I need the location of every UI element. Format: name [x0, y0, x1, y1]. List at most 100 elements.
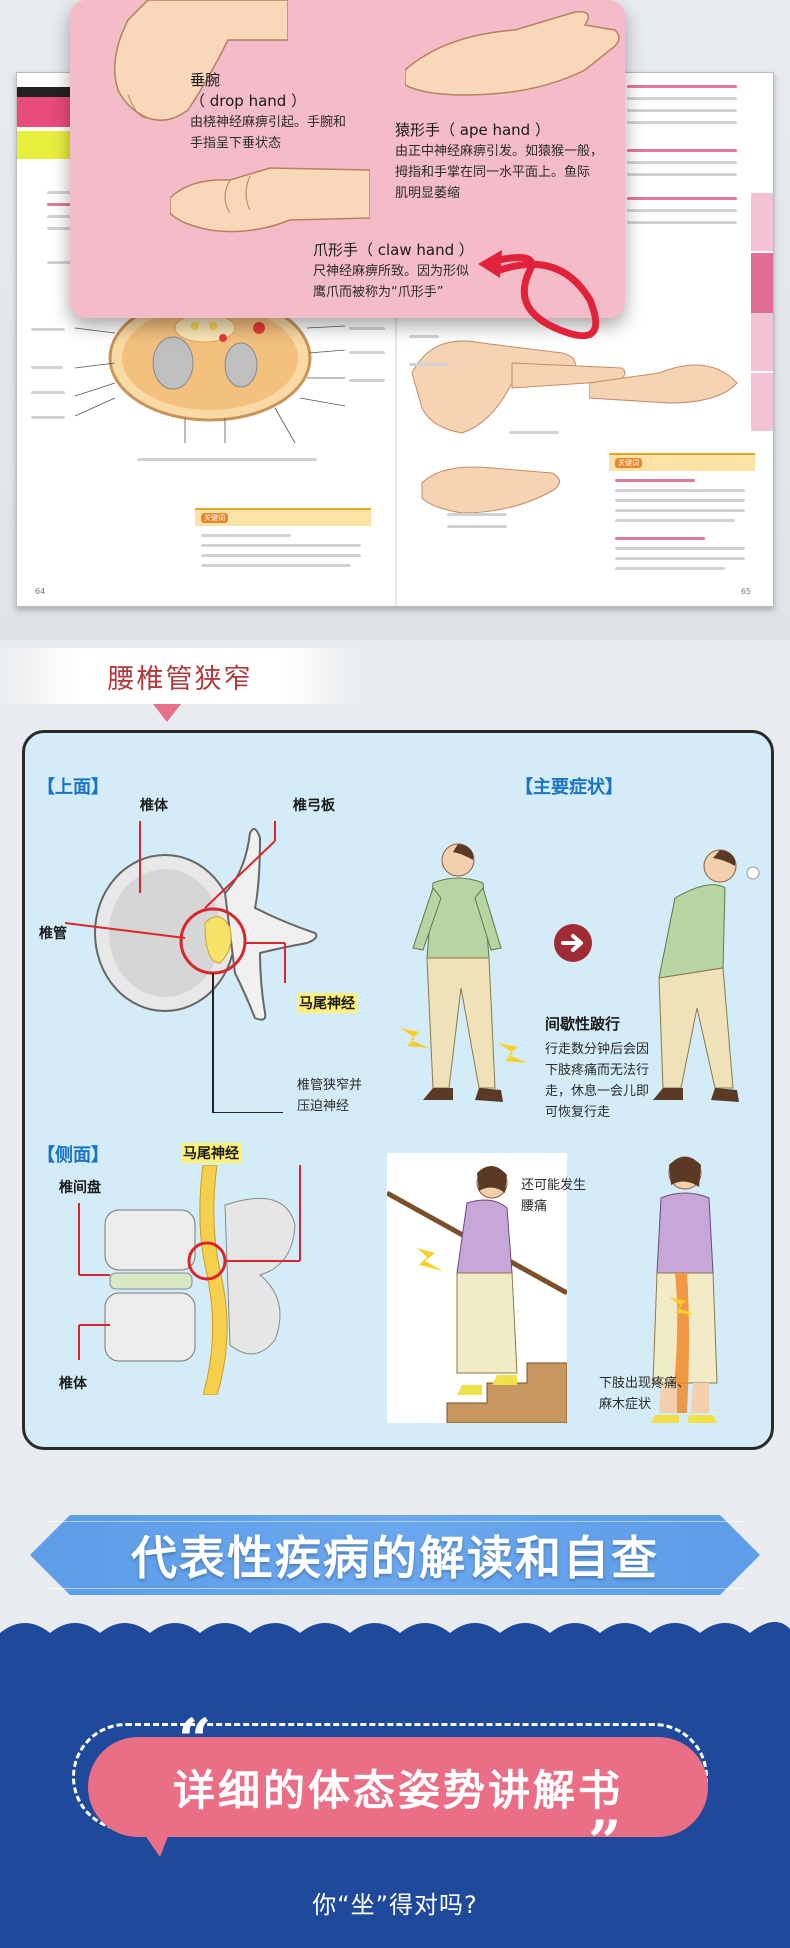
- ribbon-pointer: [153, 704, 181, 722]
- bent-man-resting-illustration: [653, 849, 760, 1102]
- compression-note: 椎管狭窄并 压迫神经: [297, 1075, 362, 1117]
- pill-tail: [142, 1831, 170, 1857]
- claudication-line: 行走数分钟后会因: [545, 1042, 650, 1057]
- backpain-line: 还可能发生: [521, 1178, 587, 1193]
- label-cauda-equina: 马尾神经: [297, 993, 357, 1013]
- pain-spark-icon: [669, 1297, 695, 1315]
- text-line: [47, 261, 77, 264]
- footer-subline: 你“坐”得对吗?: [312, 1891, 478, 1919]
- text-line: [627, 121, 737, 124]
- drop-hand-illustration: [113, 0, 288, 121]
- text-line: [627, 161, 737, 164]
- ape-hand-title: 猿形手（ ape hand ）: [395, 121, 550, 139]
- ape-hand-desc: 拇指和手掌在同一水平面上。鱼际: [395, 165, 591, 180]
- ape-hand-desc: 肌明显萎缩: [395, 186, 461, 201]
- symptoms-heading: 【主要症状】: [515, 777, 623, 798]
- drop-hand-desc: 手指呈下垂状态: [190, 136, 282, 151]
- footer-section: 代表性疾病的解读和自查 详细的体态姿势讲解书 “ ” 你“坐”得对吗?: [0, 1475, 790, 1948]
- chapter-index-sidebar: [751, 193, 773, 433]
- drop-hand-desc: 由桡神经麻痹引起。手腕和: [190, 115, 347, 130]
- diagram-label: [349, 351, 385, 354]
- claudication-title: 间歇性跛行: [545, 1015, 621, 1033]
- text-line: [627, 85, 737, 88]
- claudication-line: 走，休息一会儿即: [545, 1084, 650, 1099]
- text-line: [627, 221, 737, 224]
- label-disc: 椎间盘: [59, 1180, 101, 1196]
- banner-title: 代表性疾病的解读和自查: [131, 1531, 659, 1585]
- text-line: [47, 215, 75, 218]
- diagram-label: [31, 416, 65, 419]
- pill-title: 详细的体态姿势讲解书: [172, 1765, 623, 1815]
- drop-hand-text: 垂腕 （ drop hand ） 由桡神经麻痹引起。手腕和 手指呈下垂状态: [190, 70, 346, 154]
- diagram-label: [447, 513, 507, 516]
- pain-spark-icon: [400, 1028, 430, 1048]
- claudication-line: 下肢疼痛而无法行: [545, 1063, 650, 1078]
- claw-hand-desc: 尺神经麻痹所致。因为形似: [313, 264, 470, 279]
- diagram-label: [137, 458, 317, 461]
- legpain-line: 麻木症状: [599, 1397, 652, 1412]
- text-line: [47, 191, 77, 194]
- text-line: [627, 173, 737, 176]
- open-hand-illustration: [589, 364, 738, 404]
- diagram-label: [409, 335, 439, 338]
- diagram-label: [349, 379, 385, 382]
- diagram-label: [409, 363, 449, 366]
- chapter-pink-bar: [17, 97, 77, 127]
- keyword-badge: 关键词: [201, 513, 228, 523]
- legpain-note: 下肢出现疼痛、 麻木症状: [599, 1373, 690, 1415]
- section-title-ribbon: 腰椎管狭窄: [0, 648, 360, 704]
- pain-spark-icon: [498, 1043, 528, 1063]
- arrow-right-icon: [554, 924, 592, 962]
- diagram-label: [31, 391, 65, 394]
- claudication-desc: 行走数分钟后会因 下肢疼痛而无法行 走，休息一会儿即 可恢复行走: [545, 1039, 649, 1123]
- diagram-label: [447, 525, 507, 528]
- diagram-label: [349, 327, 385, 330]
- ape-hand-desc: 由正中神经麻痹引发。如猿猴一般，: [395, 144, 604, 159]
- keyword-box-left: 关键词: [195, 508, 371, 580]
- chapter-yellow-bar: [17, 131, 77, 159]
- side-view-heading: 【侧面】: [37, 1145, 109, 1166]
- woman-leg-pain-illustration: [651, 1156, 718, 1423]
- open-quote-icon: “: [178, 1706, 212, 1774]
- drop-hand-en: （ drop hand ）: [190, 92, 307, 110]
- backpain-note: 还可能发生 腰痛: [521, 1175, 586, 1217]
- spine-side-view-diagram: [78, 1165, 301, 1395]
- label-vertebral-body: 椎体: [140, 798, 168, 814]
- hand-types-callout: 垂腕 （ drop hand ） 由桡神经麻痹引起。手腕和 手指呈下垂状态 猿形…: [70, 0, 625, 318]
- book-spine: [395, 73, 397, 606]
- label-spinal-canal: 椎管: [39, 926, 67, 942]
- blue-banner: 代表性疾病的解读和自查: [30, 1515, 760, 1595]
- text-line: [627, 197, 737, 200]
- page-number-right: 65: [740, 587, 751, 596]
- text-line: [627, 97, 737, 100]
- diagram-label: [31, 328, 65, 331]
- text-line: [627, 149, 737, 152]
- label-vertebral-body-side: 椎体: [59, 1376, 87, 1392]
- ape-hand-illustration: [405, 11, 620, 96]
- lumbar-panel: 【上面】 椎体 椎弓板 椎管 马尾神经 椎管狭窄并 压迫神经 【侧面】 马尾: [22, 730, 774, 1450]
- diagram-label: [31, 366, 63, 369]
- claw-hand-desc: 鹰爪而被称为“爪形手”: [313, 285, 444, 300]
- arm-cross-section-diagram: [74, 294, 346, 444]
- claw-hand-title: 爪形手（ claw hand ）: [313, 241, 474, 259]
- legpain-line: 下肢出现疼痛、: [599, 1376, 691, 1391]
- drop-hand-title: 垂腕: [190, 71, 221, 89]
- keyword-box-right: 关键词: [609, 453, 755, 583]
- text-line: [47, 227, 71, 230]
- red-curve-arrow-icon: [478, 250, 600, 340]
- walking-man-illustration: [412, 843, 503, 1102]
- ape-hand-text: 猿形手（ ape hand ） 由正中神经麻痹引发。如猿猴一般， 拇指和手掌在同…: [395, 120, 603, 204]
- lumbar-stenosis-section: 腰椎管狭窄 【上面】 椎体 椎弓板 椎管 马尾神经 椎管狭窄并 压迫神经: [0, 640, 790, 1475]
- backpain-line: 腰痛: [521, 1199, 548, 1214]
- pink-pill: 详细的体态姿势讲解书: [88, 1737, 708, 1837]
- part-tab: [17, 87, 77, 97]
- claw-hand-illustration: [170, 167, 370, 233]
- close-quote-icon: ”: [588, 1808, 622, 1876]
- text-line: [627, 209, 737, 212]
- label-lamina: 椎弓板: [293, 798, 335, 814]
- compression-note-line: 椎管狭窄并: [297, 1078, 363, 1093]
- claw-hand-text: 爪形手（ claw hand ） 尺神经麻痹所致。因为形似 鹰爪而被称为“爪形手…: [313, 240, 474, 303]
- section-title: 腰椎管狭窄: [107, 663, 253, 695]
- compression-note-line: 压迫神经: [297, 1099, 350, 1114]
- top-view-heading: 【上面】: [37, 777, 109, 798]
